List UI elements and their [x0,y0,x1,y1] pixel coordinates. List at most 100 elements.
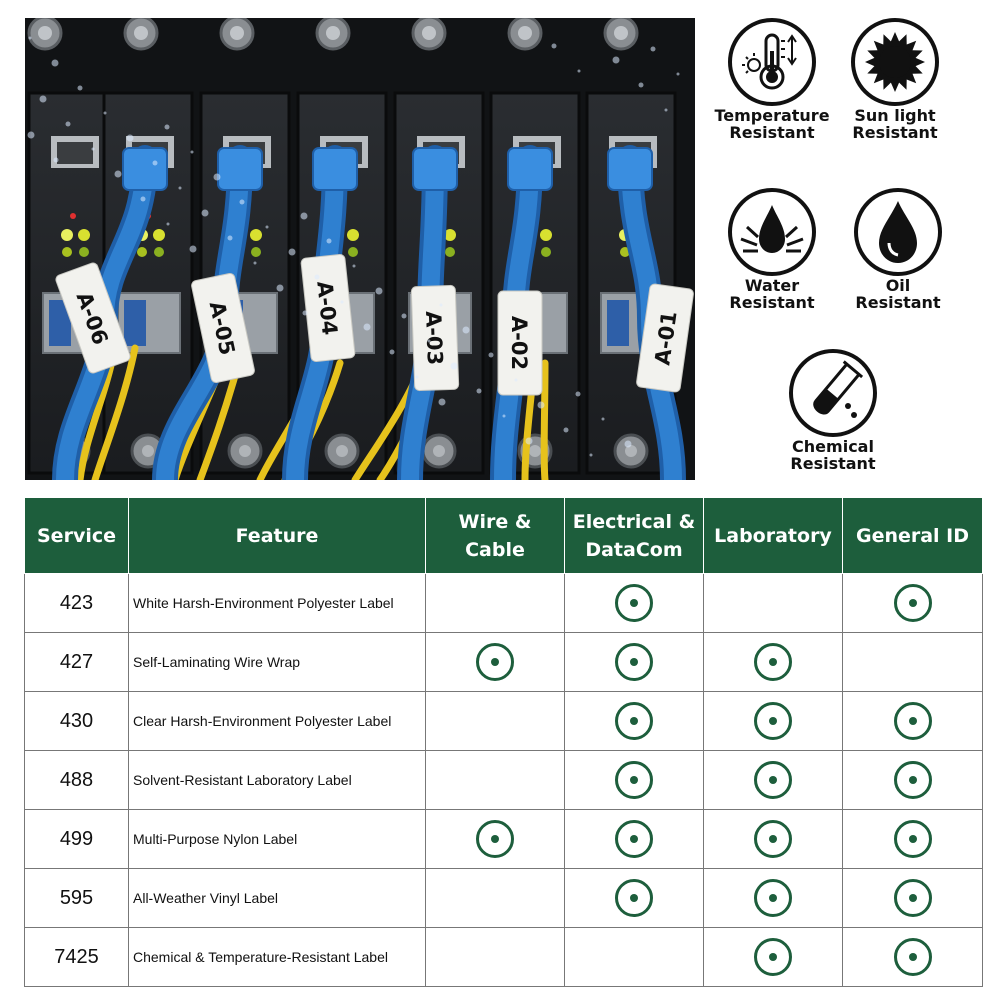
application-cell [703,573,843,633]
service-number: 499 [24,809,129,869]
feature-label: Resistant [790,454,876,473]
column-header-wire-cable: Wire & Cable [425,497,565,574]
feature-description: Chemical & Temperature-Resistant Label [128,927,426,987]
application-cell [564,809,704,869]
service-number: 488 [24,750,129,810]
application-cell [564,750,704,810]
thermometer-icon [728,18,816,106]
test-tube-icon [789,349,877,437]
feature-oil: Oil Resistant [828,187,968,311]
feature-description: Self-Laminating Wire Wrap [128,632,426,692]
check-circle-icon [754,761,792,799]
check-circle-icon [893,702,932,740]
sun-icon [851,18,939,106]
application-cell [425,691,565,751]
check-circle-icon [615,879,653,917]
service-number: 423 [24,573,129,633]
check-circle-icon [893,584,932,622]
application-cell [564,632,704,692]
column-header-electrical-datacom: Electrical & DataCom [564,497,704,574]
application-cell [564,868,704,928]
column-header-service: Service [24,497,129,574]
feature-label: Resistant [852,123,938,142]
check-circle-icon [754,643,792,681]
feature-label: Chemical [792,437,874,456]
application-cell [842,809,983,869]
check-circle-icon [476,820,514,858]
check-circle-icon [615,702,653,740]
feature-label: Water [744,276,800,295]
application-cell [425,809,565,869]
feature-label: Sun light [854,106,936,125]
application-cell [703,868,843,928]
column-header-laboratory: Laboratory [703,497,843,574]
feature-description: Multi-Purpose Nylon Label [128,809,426,869]
feature-sunlight: Sun light Resistant [825,17,965,141]
feature-description: Clear Harsh-Environment Polyester Label [128,691,426,751]
application-cell [703,632,843,692]
check-circle-icon [893,761,932,799]
application-cell [425,632,565,692]
feature-label: Oil [885,276,911,295]
feature-description: All-Weather Vinyl Label [128,868,426,928]
feature-water: Water Resistant [702,187,842,311]
application-cell [842,868,983,928]
application-cell [425,868,565,928]
feature-label: Resistant [729,123,815,142]
check-circle-icon [615,643,653,681]
cable-tag-label: A-04 [312,280,342,336]
cable-tag-label: A-02 [507,316,531,370]
service-number: 427 [24,632,129,692]
feature-description: Solvent-Resistant Laboratory Label [128,750,426,810]
service-number: 430 [24,691,129,751]
application-cell [842,691,983,751]
application-cell [564,573,704,633]
check-circle-icon [754,820,792,858]
application-cell [842,632,983,692]
feature-temperature: Temperature Resistant [702,17,842,141]
check-circle-icon [615,761,653,799]
feature-label: Resistant [855,293,941,312]
cable-tag-label: A-03 [421,311,447,366]
check-circle-icon [615,584,653,622]
check-circle-icon [893,879,932,917]
feature-chemical: Chemical Resistant [763,348,903,472]
check-circle-icon [754,702,792,740]
application-cell [425,927,565,987]
service-number: 595 [24,868,129,928]
application-cell [703,691,843,751]
check-circle-icon [754,879,792,917]
label-comparison-table: Service Feature Wire & Cable Electrical … [24,497,983,987]
application-cell [703,809,843,869]
application-cell [703,927,843,987]
feature-icons: Temperature Resistant Sun light Resistan… [700,0,1000,490]
table-header-row: Service Feature Wire & Cable Electrical … [24,497,983,574]
column-header-general-id: General ID [842,497,983,574]
feature-label: Resistant [729,293,815,312]
check-circle-icon [893,820,932,858]
application-cell [703,750,843,810]
feature-label: Temperature [714,106,830,125]
application-cell [564,691,704,751]
water-drop-icon [728,188,816,276]
check-circle-icon [476,643,514,681]
application-cell [425,573,565,633]
column-header-feature: Feature [128,497,426,574]
feature-description: White Harsh-Environment Polyester Label [128,573,426,633]
oil-drop-icon [854,188,942,276]
application-cell [564,927,704,987]
check-circle-icon [893,938,932,976]
application-cell [425,750,565,810]
application-cell [842,927,983,987]
check-circle-icon [754,938,792,976]
application-cell [842,750,983,810]
